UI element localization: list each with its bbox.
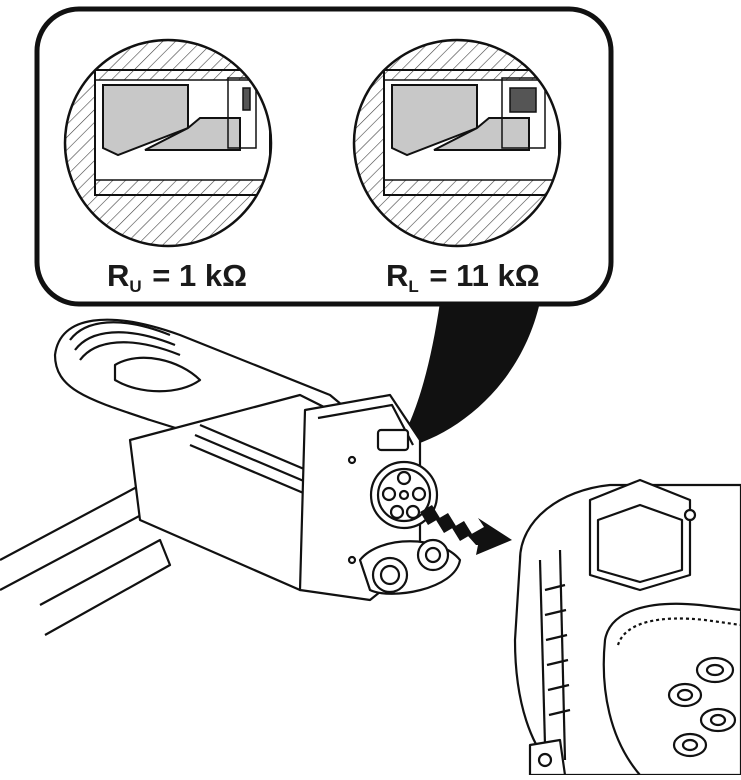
resistance-lower-label: RL = 11 kΩ bbox=[386, 258, 540, 297]
resistance-upper-symbol: R bbox=[107, 258, 130, 293]
vehicle-inlet bbox=[513, 478, 741, 777]
resistance-upper-label: RU = 1 kΩ bbox=[107, 258, 247, 297]
resistance-lower-value: = 11 kΩ bbox=[420, 258, 540, 293]
callout-pointer bbox=[395, 302, 540, 450]
insertion-arrow bbox=[420, 505, 512, 555]
resistance-lower-subscript: L bbox=[408, 277, 419, 296]
magnifier-lower-rim bbox=[352, 38, 562, 248]
magnifier-upper-rim bbox=[63, 38, 273, 248]
resistance-upper-value: = 1 kΩ bbox=[143, 258, 247, 293]
resistance-upper-subscript: U bbox=[129, 277, 142, 296]
resistance-lower-symbol: R bbox=[386, 258, 409, 293]
magnifier-upper bbox=[65, 40, 271, 246]
magnifier-lower bbox=[354, 40, 560, 246]
charging-plug bbox=[0, 318, 462, 636]
